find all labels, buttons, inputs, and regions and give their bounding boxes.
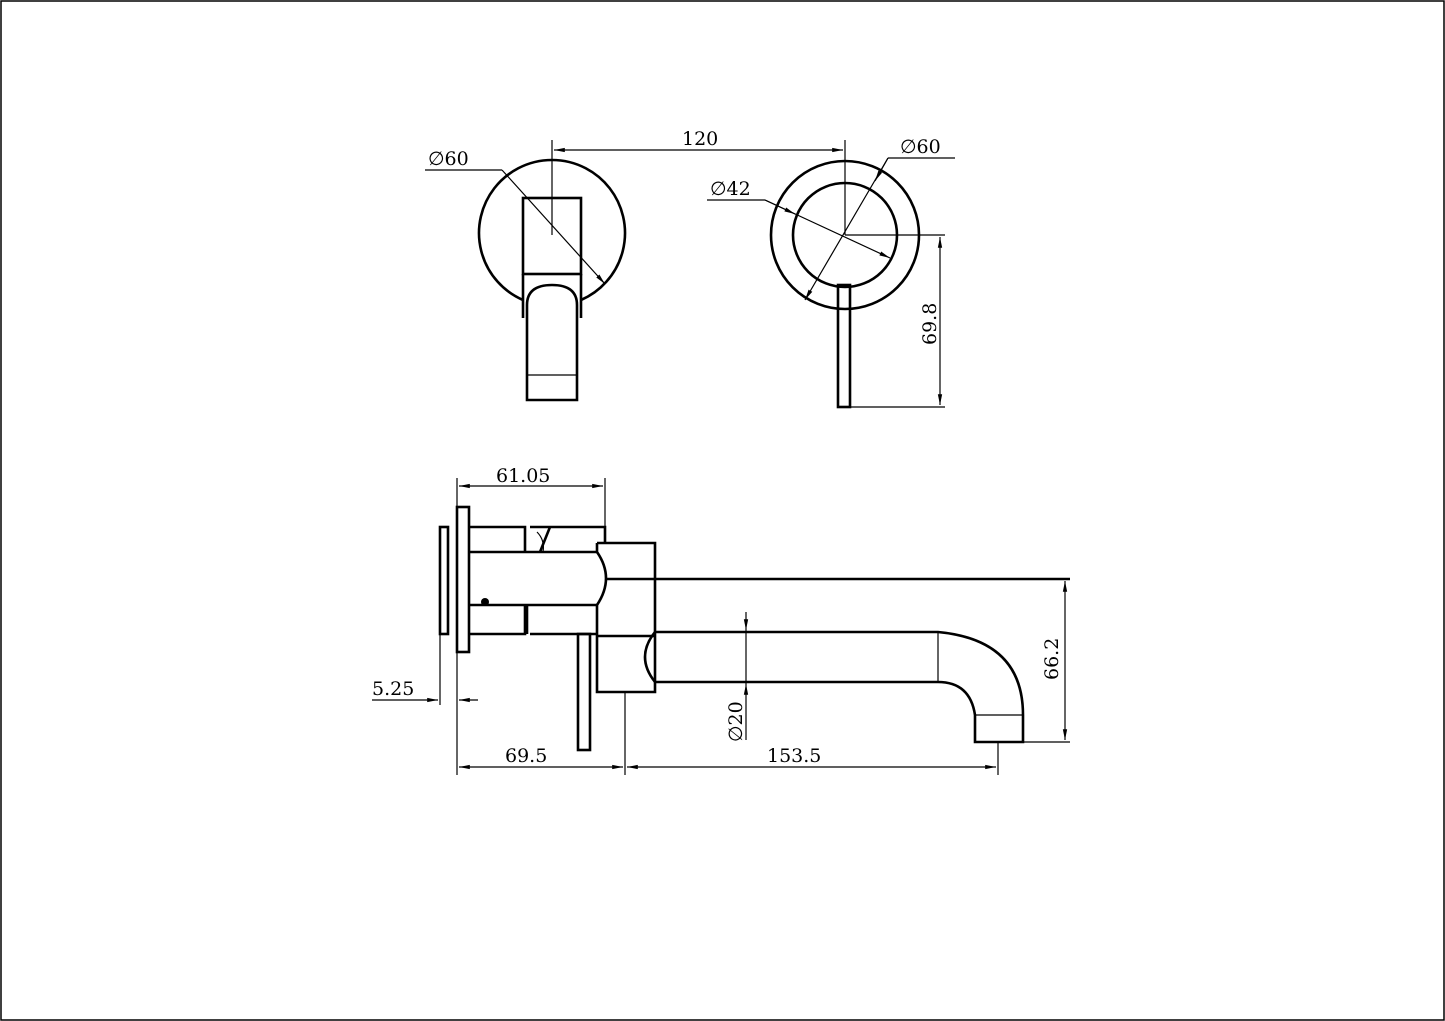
mixer-lever <box>525 283 579 402</box>
center-distance-label: 120 <box>682 128 718 150</box>
screw <box>481 598 489 606</box>
plate-thickness-label: 5.25 <box>372 678 414 700</box>
spout-diameter-label: ∅20 <box>725 701 747 742</box>
back-plate <box>438 525 450 636</box>
spout-front-view <box>554 140 955 409</box>
mixer-diameter-dim <box>501 169 606 285</box>
spout-plate-diameter-label: ∅60 <box>900 136 941 158</box>
body-depth-label: 61.05 <box>496 465 550 487</box>
spout-height-label: 66.2 <box>1041 638 1063 680</box>
valve-body <box>469 525 597 636</box>
spout-lever <box>836 283 852 409</box>
side-view <box>372 478 1070 775</box>
spout-inner-diameter-label: ∅42 <box>710 178 751 200</box>
spout-tube <box>655 630 1025 744</box>
spout-reach-label: 153.5 <box>767 745 821 767</box>
mixer-plate-diameter-label: ∅60 <box>428 148 469 170</box>
side-lever <box>576 632 592 752</box>
lever-offset-label: 69.5 <box>505 745 547 767</box>
lever-height-label: 69.8 <box>919 303 941 345</box>
mixer-front-view <box>425 140 627 402</box>
cover-plate <box>455 505 471 654</box>
